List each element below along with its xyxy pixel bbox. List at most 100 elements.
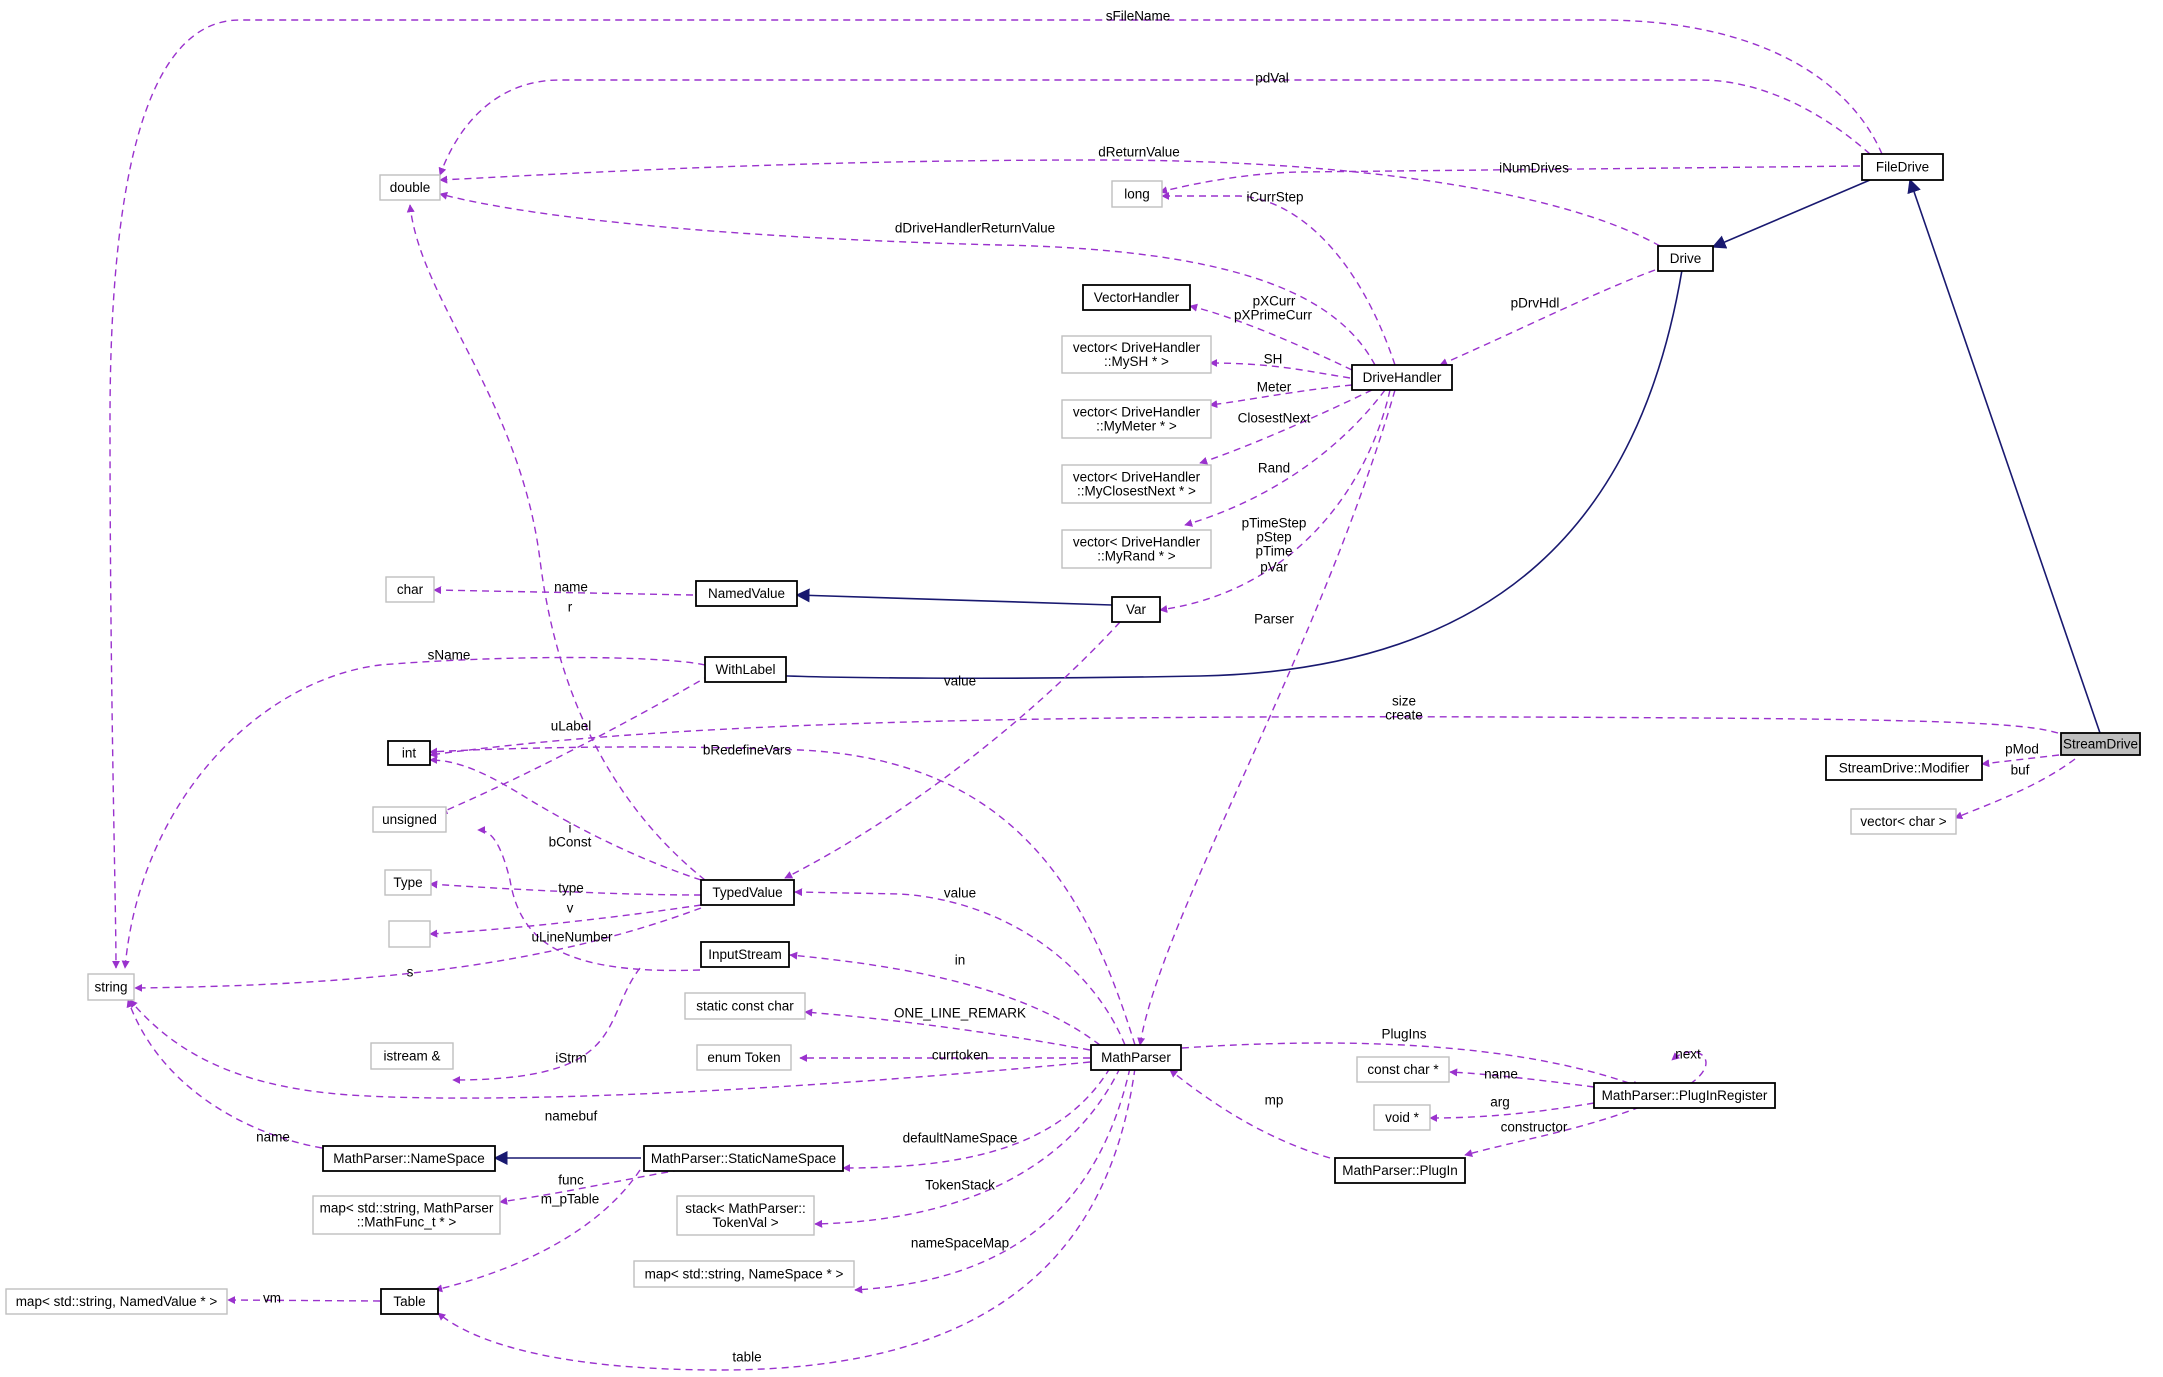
- node-mapNamedValue[interactable]: map< std::string, NamedValue * >: [5, 1288, 228, 1315]
- edge-label-pTime: pTime: [1255, 544, 1292, 559]
- node-label: StreamDrive: [2063, 737, 2138, 752]
- edge-plugins: [1181, 1042, 1641, 1089]
- edge-label-pMod: pMod: [2005, 742, 2039, 757]
- node-int[interactable]: int: [387, 740, 431, 766]
- node-vecMyRand[interactable]: vector< DriveHandler::MyRand * >: [1061, 529, 1212, 569]
- node-box: [1061, 464, 1212, 504]
- node-unsigned[interactable]: unsigned: [372, 806, 447, 833]
- node-box: [1111, 180, 1163, 208]
- node-constCharPtr[interactable]: const char *: [1356, 1056, 1450, 1083]
- node-label: Drive: [1670, 251, 1702, 266]
- edge-label-ONE_LINE_REMARK: ONE_LINE_REMARK: [894, 1006, 1026, 1021]
- edge-label-currtoken: currtoken: [932, 1048, 988, 1063]
- edge-label-pVar: pVar: [1260, 560, 1288, 575]
- node-box: [704, 656, 787, 683]
- node-box: [1861, 153, 1944, 181]
- node-NameSpace[interactable]: MathParser::NameSpace: [322, 1145, 496, 1172]
- node-label: int: [402, 746, 417, 761]
- edge-bredefinevars: [429, 746, 1136, 1046]
- edge-inumdrives: [1159, 165, 1861, 195]
- node-PlugInRegister[interactable]: MathParser::PlugInRegister: [1593, 1082, 1776, 1109]
- node-StaticNameSpace[interactable]: MathParser::StaticNameSpace: [643, 1145, 844, 1172]
- edge-defaultnamespace: [842, 1067, 1111, 1172]
- node-blank[interactable]: [388, 920, 431, 948]
- node-label: map< std::string, MathParser: [320, 1201, 494, 1216]
- node-label: DriveHandler: [1363, 370, 1442, 385]
- node-vecMyClosestNext[interactable]: vector< DriveHandler::MyClosestNext * >: [1061, 464, 1212, 504]
- node-box: [700, 879, 795, 906]
- node-StreamDriveModifier[interactable]: StreamDrive::Modifier: [1825, 755, 1983, 781]
- edge-label-uLineNumber: uLineNumber: [531, 930, 613, 945]
- node-box: [1082, 284, 1191, 311]
- node-Var[interactable]: Var: [1111, 596, 1161, 623]
- node-FileDrive[interactable]: FileDrive: [1861, 153, 1944, 181]
- node-StreamDrive[interactable]: StreamDrive: [2060, 732, 2141, 756]
- node-mapMathFunc[interactable]: map< std::string, MathParser::MathFunc_t…: [312, 1195, 501, 1235]
- node-label: StreamDrive::Modifier: [1839, 761, 1970, 776]
- node-vecMySH[interactable]: vector< DriveHandler::MySH * >: [1061, 335, 1212, 374]
- node-InputStream[interactable]: InputStream: [700, 941, 790, 968]
- edge-sfilename: [109, 19, 1883, 969]
- node-box: [372, 806, 447, 833]
- edge-label-sName: sName: [428, 648, 471, 663]
- node-label: MathParser: [1101, 1050, 1171, 1065]
- node-label: InputStream: [708, 947, 782, 962]
- node-string[interactable]: string: [87, 973, 135, 1001]
- edge-label-SH: SH: [1264, 352, 1283, 367]
- node-label: FileDrive: [1876, 160, 1929, 175]
- edge-label-table: table: [732, 1350, 761, 1365]
- node-char[interactable]: char: [385, 576, 435, 603]
- node-MathParser[interactable]: MathParser: [1090, 1044, 1182, 1071]
- edge-label-pXPrimeCurr: pXPrimeCurr: [1234, 308, 1313, 323]
- edge-label-buf: buf: [2011, 763, 2030, 778]
- node-Table[interactable]: Table: [380, 1288, 439, 1315]
- node-NamedValue[interactable]: NamedValue: [695, 580, 798, 607]
- edge-meter: [1209, 384, 1353, 409]
- node-double[interactable]: double: [379, 174, 441, 201]
- node-label: unsigned: [382, 812, 437, 827]
- node-label: static const char: [696, 999, 794, 1014]
- node-vecChar[interactable]: vector< char >: [1850, 808, 1957, 835]
- node-box: [1356, 1056, 1450, 1083]
- edge-vm: [227, 1296, 381, 1305]
- node-DriveHandler[interactable]: DriveHandler: [1351, 364, 1453, 391]
- node-istream[interactable]: istream &: [370, 1042, 454, 1070]
- node-stackTokenVal[interactable]: stack< MathParser::TokenVal >: [676, 1195, 815, 1236]
- node-staticConstChar[interactable]: static const char: [684, 992, 806, 1020]
- node-box: [388, 920, 431, 948]
- edge-label-Parser: Parser: [1254, 612, 1294, 627]
- node-label: ::MathFunc_t * >: [357, 1215, 457, 1230]
- node-VectorHandler[interactable]: VectorHandler: [1082, 284, 1191, 311]
- edge-pmod: [1981, 754, 2060, 768]
- node-label: TypedValue: [712, 885, 782, 900]
- node-label: MathParser::PlugIn: [1342, 1163, 1458, 1178]
- node-box: [322, 1145, 496, 1172]
- edge-rand: [1184, 389, 1386, 527]
- edge-label-name2: name: [1484, 1067, 1518, 1082]
- edge-v: [429, 904, 702, 938]
- node-mapNameSpace[interactable]: map< std::string, NameSpace * >: [633, 1260, 855, 1288]
- node-PlugIn[interactable]: MathParser::PlugIn: [1334, 1157, 1466, 1184]
- node-voidPtr[interactable]: void *: [1373, 1104, 1431, 1131]
- edges: [109, 19, 2101, 1371]
- node-label: stack< MathParser::: [685, 1201, 805, 1216]
- edge-label-defaultNameSpace: defaultNameSpace: [903, 1131, 1018, 1146]
- node-label: WithLabel: [715, 662, 775, 677]
- edge-ddrivehandlerreturnvalue: [439, 191, 1376, 366]
- inherit-withlabel-drive: [764, 269, 1683, 683]
- node-box: [1111, 596, 1161, 623]
- node-long[interactable]: long: [1111, 180, 1163, 208]
- node-Type[interactable]: Type: [384, 869, 432, 896]
- node-label: vector< DriveHandler: [1073, 405, 1201, 420]
- node-box: [676, 1195, 815, 1236]
- node-enumToken[interactable]: enum Token: [696, 1044, 792, 1071]
- node-label: Type: [393, 875, 422, 890]
- edge-label-i: i: [569, 821, 572, 836]
- node-box: [379, 174, 441, 201]
- node-WithLabel[interactable]: WithLabel: [704, 656, 787, 683]
- node-vecMyMeter[interactable]: vector< DriveHandler::MyMeter * >: [1061, 399, 1212, 439]
- node-TypedValue[interactable]: TypedValue: [700, 879, 795, 906]
- node-Drive[interactable]: Drive: [1657, 245, 1714, 272]
- node-box: [1850, 808, 1957, 835]
